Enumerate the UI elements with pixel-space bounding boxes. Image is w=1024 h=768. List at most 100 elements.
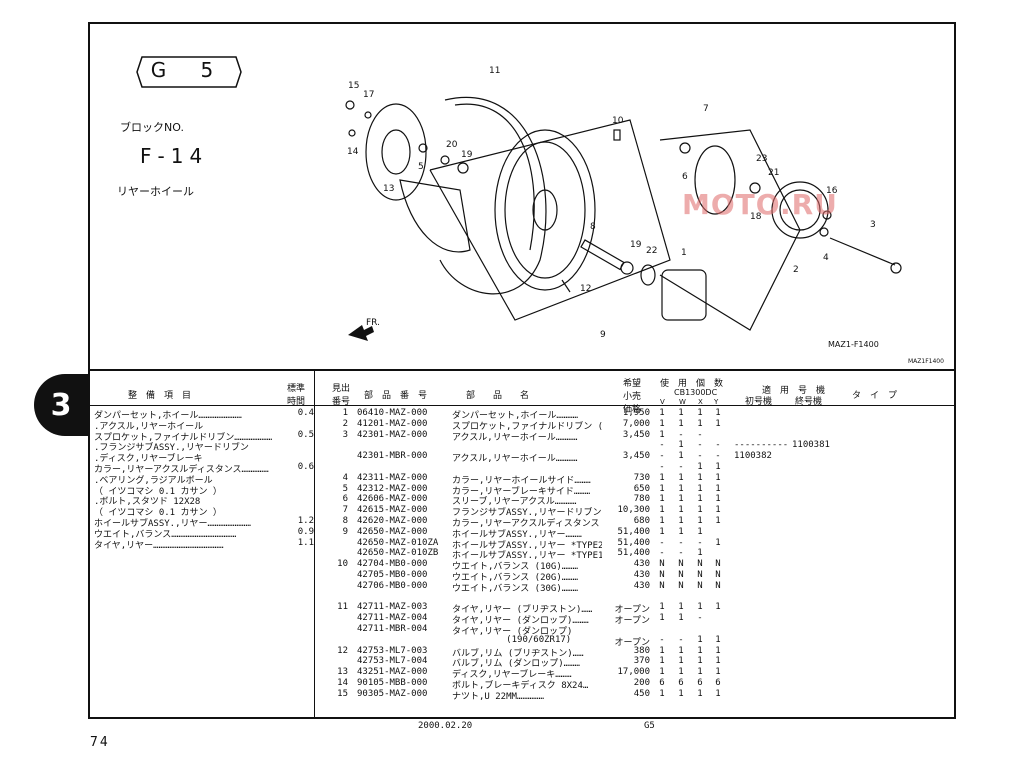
parts-name: タイヤ,リヤー (ダンロップ) (452, 627, 573, 637)
parts-qty: N (678, 580, 684, 591)
parts-qty: 1 (697, 688, 703, 699)
parts-qty: 1 (715, 516, 721, 526)
header-std-time: 標準時間 (286, 384, 305, 407)
parts-qty: 1 (715, 656, 721, 667)
parts-price: オープン (614, 605, 650, 616)
parts-qty: 1 (678, 516, 684, 526)
parts-qty: - (678, 462, 684, 472)
parts-price: 3,450 (622, 451, 650, 462)
header-last: 終号機 (795, 397, 823, 407)
parts-price: 1,950 (622, 408, 650, 418)
parts-ref: 3 (342, 429, 348, 440)
parts-name: ホイールサブASSY.,リヤー *TYPE1*. (452, 551, 602, 562)
parts-part-no: 42706-MB0-000 (357, 580, 428, 591)
parts-qty: 1 (715, 537, 721, 548)
parts-qty: - (659, 634, 665, 645)
labor-time: 0.4 (297, 408, 314, 418)
parts-qty: N (659, 559, 665, 570)
parts-price: 51,400 (617, 537, 650, 548)
parts-qty: 1 (697, 667, 703, 678)
parts-qty: 1 (659, 688, 665, 699)
parts-qty: N (697, 559, 703, 570)
parts-part-no: 42650-MAZ-010ZB (357, 548, 439, 559)
header-qty: 使 用 個 数 (660, 379, 724, 389)
parts-qty: 1 (659, 418, 665, 429)
parts-ref: 14 (337, 678, 348, 688)
parts-qty: - (659, 548, 665, 559)
parts-qty: 1 (678, 472, 684, 483)
parts-ref: 11 (337, 602, 348, 613)
callout-16: 16 (826, 186, 838, 196)
parts-part-no: 42705-MB0-000 (357, 570, 428, 580)
callout-6: 6 (682, 172, 688, 182)
parts-price: 450 (633, 688, 650, 699)
labor-item: .ディスク,リヤーブレーキ (94, 454, 203, 465)
labor-item: タイヤ,リヤー………………………………… (94, 540, 224, 551)
header-work-item: 整 備 項 目 (128, 391, 192, 401)
parts-qty: - (678, 634, 684, 645)
parts-qty: 1 (678, 656, 684, 667)
parts-qty: 1 (715, 494, 721, 505)
parts-price: 10,300 (617, 505, 650, 516)
parts-name: (190/60ZR17) (452, 634, 572, 645)
callout-9: 9 (600, 330, 606, 340)
parts-name: バルブ,リム (ブリヂストン)…… (452, 648, 584, 659)
labor-row: .ベアリング,ラジアルボール (94, 473, 213, 486)
parts-qty: 1 (697, 418, 703, 429)
labor-row: ダンパーセット,ホイール……………………0.4 (94, 408, 314, 421)
parts-name: カラー,リヤーブレーキサイド……… (452, 486, 591, 497)
parts-part-no: 42301-MBR-000 (357, 451, 428, 462)
parts-price: 730 (633, 472, 650, 483)
callout-3: 3 (870, 220, 876, 230)
parts-part-no: 06410-MAZ-000 (357, 408, 428, 418)
header-qty-x: X (698, 398, 703, 406)
parts-ref: 9 (342, 526, 348, 537)
parts-qty: 1 (697, 645, 703, 656)
parts-part-no: 42606-MAZ-000 (357, 494, 428, 505)
labor-row: スプロケット,ファイナルドリブン…………………0.5 (94, 430, 314, 443)
header-qty-v: V (660, 398, 665, 406)
header-part-name: 部 品 名 (466, 391, 530, 401)
parts-price: 51,400 (617, 548, 650, 559)
parts-qty: 1 (715, 462, 721, 472)
parts-name: ダンパーセット,ホイール………… (452, 411, 579, 421)
diagram-ref-small: MAZ1F1400 (908, 358, 944, 365)
parts-qty: 1 (697, 462, 703, 472)
parts-qty: N (697, 570, 703, 580)
parts-qty: - (659, 537, 665, 548)
labor-row: ウエイト,バランス………………………………0.9 (94, 527, 314, 540)
labor-row: カラー,リヤーアクスルディスタンス……………0.6 (94, 462, 314, 475)
parts-price: 51,400 (617, 526, 650, 537)
parts-qty: - (678, 429, 684, 440)
parts-name: カラー,リヤーホイールサイド……… (452, 475, 591, 486)
header-applicable: 適 用 号 機 (762, 386, 826, 396)
callout-14: 14 (347, 147, 359, 157)
callout-15: 15 (348, 81, 360, 91)
parts-qty: - (697, 440, 703, 451)
parts-qty: 6 (697, 678, 703, 688)
labor-time: 1.2 (297, 516, 314, 526)
page-number: 74 (90, 735, 110, 750)
parts-part-no: 42711-MAZ-004 (357, 613, 428, 624)
parts-qty: 1 (678, 688, 684, 699)
watermark: MOTO.RU (682, 188, 838, 221)
callout-21: 21 (768, 168, 780, 178)
parts-qty: 1 (678, 451, 684, 462)
parts-name: タイヤ,リヤー (ブリヂストン)…… (452, 605, 593, 616)
parts-qty: 1 (678, 440, 684, 451)
parts-qty: 1 (659, 645, 665, 656)
parts-qty: - (659, 462, 665, 472)
parts-qty: 1 (678, 613, 684, 624)
labor-time: 1.1 (297, 537, 314, 548)
parts-price: 680 (633, 516, 650, 526)
block-code: G 5 (150, 58, 228, 82)
parts-name: バルブ,リム (ダンロップ)……… (452, 659, 580, 670)
parts-qty: 1 (659, 667, 665, 678)
callout-7: 7 (703, 104, 709, 114)
callout-19b: 19 (630, 240, 642, 250)
parts-qty: - (697, 613, 703, 624)
parts-price: 780 (633, 494, 650, 505)
labor-row: （ イツコマシ 0.1 カサン ） (94, 484, 222, 497)
parts-qty: 1 (678, 602, 684, 613)
front-arrow-label: FR. (366, 318, 380, 328)
